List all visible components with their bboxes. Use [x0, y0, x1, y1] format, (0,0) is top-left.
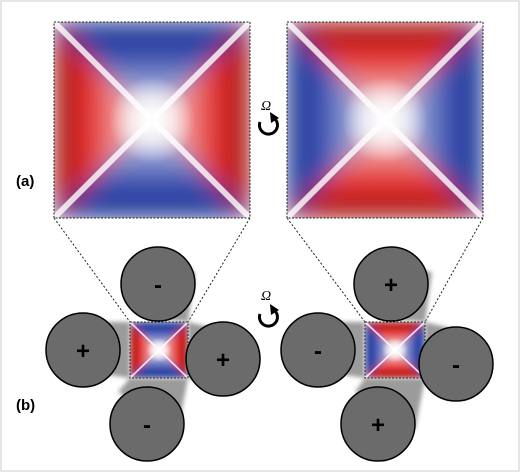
field-map-left-large	[53, 21, 251, 219]
electrode-left-bottom: -	[109, 386, 185, 462]
electrode-left-right: +	[185, 321, 261, 397]
svg-text:+: +	[216, 347, 230, 374]
svg-text:-: -	[154, 272, 162, 299]
electrode-right-top: +	[353, 246, 429, 322]
rotation-arrow-icon-bottom	[257, 304, 279, 328]
field-map-left-small	[129, 321, 189, 379]
svg-text:-: -	[314, 338, 322, 365]
electrode-left-top: -	[120, 246, 196, 322]
electrode-left-left: +	[45, 312, 121, 388]
svg-text:+: +	[384, 272, 398, 299]
svg-text:+: +	[371, 412, 385, 439]
field-map-right-large	[286, 21, 484, 219]
panel-label-b: (b)	[16, 397, 35, 414]
quadrupole-right: + - - +	[280, 246, 494, 462]
electrode-right-right: -	[418, 326, 494, 402]
omega-label-top: Ω	[261, 99, 271, 114]
zoom-connector-lines	[53, 217, 484, 323]
svg-text:+: +	[76, 338, 90, 365]
rotation-arrow-icon-top	[257, 112, 279, 136]
omega-label-bottom: Ω	[261, 289, 271, 304]
electrode-right-bottom: +	[340, 386, 416, 462]
electrode-right-left: -	[280, 312, 356, 388]
field-map-right-small	[364, 321, 426, 379]
panel-label-a: (a)	[16, 173, 34, 190]
svg-text:-: -	[452, 352, 460, 379]
svg-text:-: -	[143, 412, 151, 439]
quadrupole-left: - + + -	[45, 246, 261, 462]
